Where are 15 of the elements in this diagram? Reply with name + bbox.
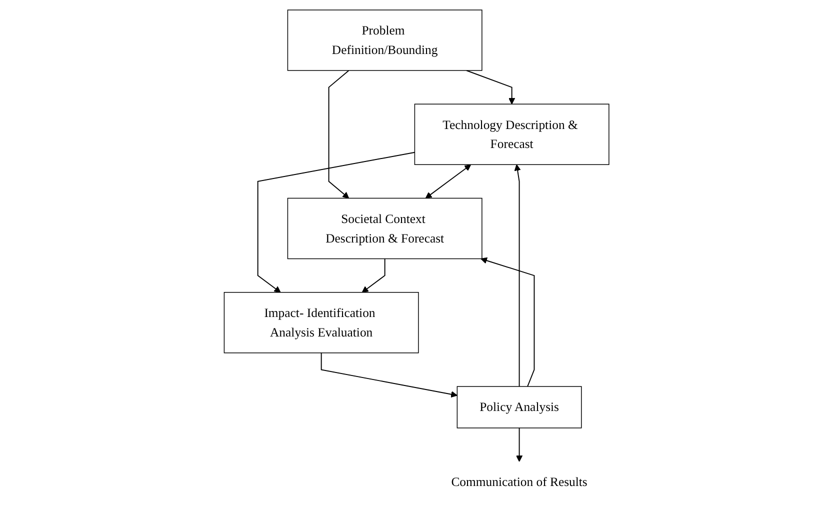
arrow: [425, 164, 472, 199]
arrow: [516, 427, 523, 462]
arrow: [466, 70, 516, 104]
node-box: Technology Description & Forecast: [414, 104, 610, 165]
arrow: [362, 258, 386, 293]
arrow: [480, 257, 535, 387]
node-box: Societal Context Description & Forecast: [287, 198, 482, 260]
arrow: [257, 152, 416, 293]
arrow: [320, 352, 458, 398]
node-box: Problem Definition/Bounding: [287, 10, 482, 71]
node-text: Communication of Results: [451, 475, 588, 490]
arrow: [328, 70, 350, 199]
arrow: [514, 164, 521, 387]
node-box: Impact- Identification Analysis Evaluation: [224, 292, 419, 354]
node-box: Policy Analysis: [456, 386, 582, 428]
